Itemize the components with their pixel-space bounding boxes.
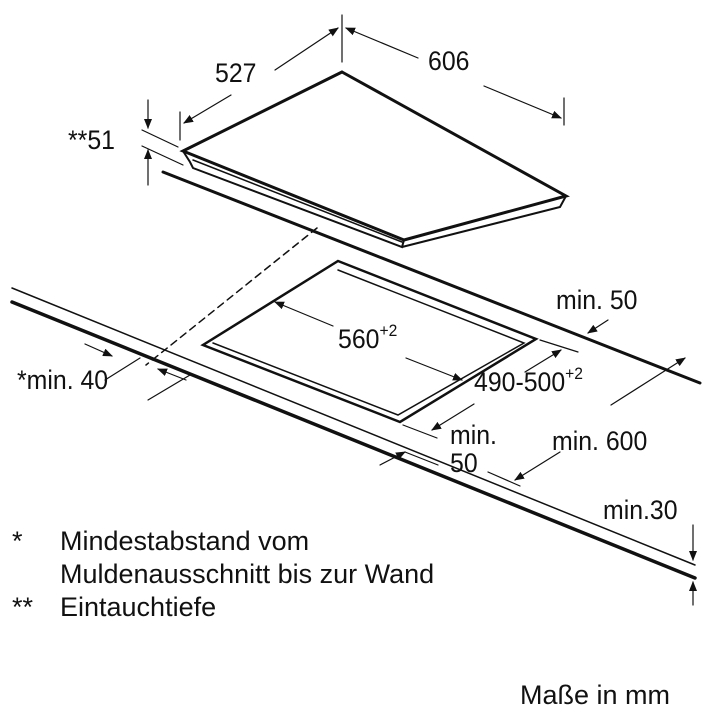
front-min-label-b: 50 [450, 448, 478, 478]
hob-side [182, 150, 567, 249]
cutout-width-tolerance: +2 [379, 321, 398, 340]
cutout-depth-tolerance: +2 [565, 364, 584, 383]
cutout-width-label: 560+2 [338, 322, 397, 354]
cutout-depth-value: 490-500 [474, 367, 566, 397]
cutout-width-value: 560 [338, 324, 380, 354]
insertion-depth-label: **51 [68, 125, 115, 155]
width-label: 606 [428, 46, 470, 76]
counter-thickness-label: min.30 [603, 495, 678, 525]
depth-label: 527 [215, 58, 257, 88]
counter-front-edge [10, 300, 697, 580]
back-min-label: min. 50 [556, 285, 638, 315]
note-mark-1: * [12, 526, 23, 556]
units-label: Maße in mm [520, 680, 671, 710]
dashed-guide [145, 227, 318, 366]
wall-min-label: *min. 40 [17, 365, 109, 395]
note-text-3: Eintauchtiefe [60, 592, 217, 622]
note-text-2: Muldenausschnitt bis zur Wand [60, 559, 435, 589]
front-min-label-a: min. [450, 420, 497, 450]
cutout-outer [200, 259, 539, 424]
hob-top [179, 70, 570, 242]
counter-depth-label: min. 600 [552, 426, 648, 456]
note-text-1: Mindestabstand vom [60, 526, 310, 556]
note-mark-3: ** [12, 592, 34, 622]
counter-back-edge [161, 170, 702, 385]
counter-top-front-edge [11, 287, 696, 566]
cutout-depth-label: 490-500+2 [474, 365, 583, 397]
